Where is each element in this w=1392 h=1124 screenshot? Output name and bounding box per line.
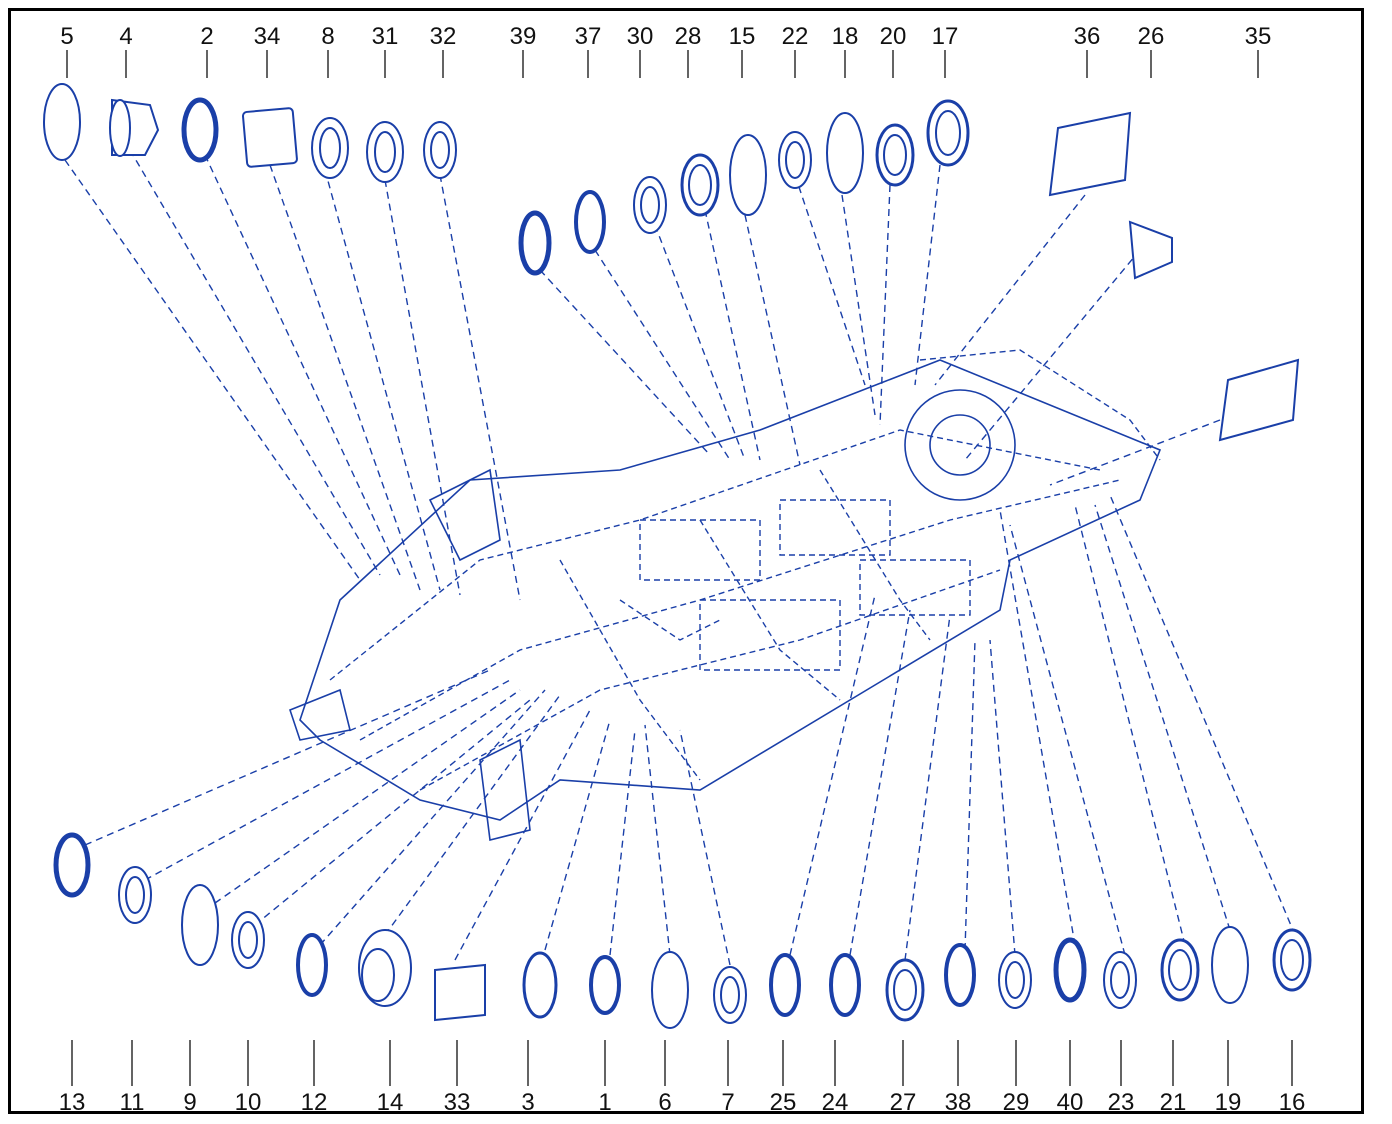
callout-label-4: 4 [119, 23, 132, 50]
part-37 [574, 190, 606, 254]
callout-label-28: 28 [675, 23, 702, 50]
parts-bottom [53, 832, 1312, 1029]
callout-label-17: 17 [932, 23, 959, 50]
callout-label-20: 20 [880, 23, 907, 50]
part-6 [651, 951, 689, 1029]
callout-label-25: 25 [770, 1089, 797, 1116]
callout-label-31: 31 [372, 23, 399, 50]
vehicle-underbody [289, 349, 1162, 841]
part-33 [434, 963, 486, 1022]
callout-label-40: 40 [1057, 1089, 1084, 1116]
callout-label-12: 12 [301, 1089, 328, 1116]
callout-label-13: 13 [59, 1089, 86, 1116]
callout-label-1: 1 [598, 1089, 611, 1116]
part-1 [589, 955, 621, 1015]
callout-label-7: 7 [721, 1089, 734, 1116]
leader-lines-top [64, 149, 1221, 601]
part-13 [53, 832, 91, 898]
callout-label-32: 32 [430, 23, 457, 50]
callout-label-6: 6 [658, 1089, 671, 1116]
diagram-border [8, 8, 1364, 1114]
callout-label-3: 3 [521, 1089, 534, 1116]
callout-label-29: 29 [1003, 1089, 1030, 1116]
part-34 [241, 107, 298, 168]
callout-label-23: 23 [1108, 1089, 1135, 1116]
part-5 [43, 83, 81, 161]
callout-labels-top: 5 4 2 34 8 31 32 39 37 30 28 15 22 18 20 17 36 26 35 [60, 23, 1271, 78]
part-15 [729, 134, 767, 216]
callout-label-33: 33 [444, 1089, 471, 1116]
callout-label-26: 26 [1138, 23, 1165, 50]
callout-label-34: 34 [254, 23, 281, 50]
callout-label-15: 15 [729, 23, 756, 50]
callout-label-8: 8 [321, 23, 334, 50]
part-26 [1128, 220, 1173, 280]
callout-label-30: 30 [627, 23, 654, 50]
part-40 [1053, 937, 1087, 1003]
part-3 [522, 951, 558, 1019]
callout-label-38: 38 [945, 1089, 972, 1116]
callout-label-21: 21 [1160, 1089, 1187, 1116]
leader-lines-bottom [84, 494, 1296, 966]
part-38 [944, 943, 976, 1007]
callout-label-18: 18 [832, 23, 859, 50]
callout-label-16: 16 [1279, 1089, 1306, 1116]
part-9 [181, 884, 219, 966]
callout-label-24: 24 [822, 1089, 849, 1116]
parts-top [43, 83, 1300, 442]
callout-label-10: 10 [235, 1089, 262, 1116]
part-19 [1211, 926, 1249, 1004]
callout-label-37: 37 [575, 23, 602, 50]
part-2 [181, 97, 219, 163]
callout-label-27: 27 [890, 1089, 917, 1116]
part-12 [296, 933, 328, 997]
callout-label-5: 5 [60, 23, 73, 50]
part-35 [1218, 358, 1300, 442]
callout-label-36: 36 [1074, 23, 1101, 50]
callout-label-39: 39 [510, 23, 537, 50]
callout-label-9: 9 [183, 1089, 196, 1116]
part-18 [826, 112, 864, 194]
part-24 [829, 953, 861, 1017]
callout-label-14: 14 [377, 1089, 404, 1116]
part-39 [518, 210, 552, 276]
callout-label-2: 2 [200, 23, 213, 50]
callout-label-35: 35 [1245, 23, 1272, 50]
callout-label-22: 22 [782, 23, 809, 50]
part-25 [769, 953, 801, 1017]
part-36 [1048, 111, 1132, 197]
callout-label-19: 19 [1215, 1089, 1242, 1116]
callout-label-11: 11 [120, 1089, 145, 1116]
